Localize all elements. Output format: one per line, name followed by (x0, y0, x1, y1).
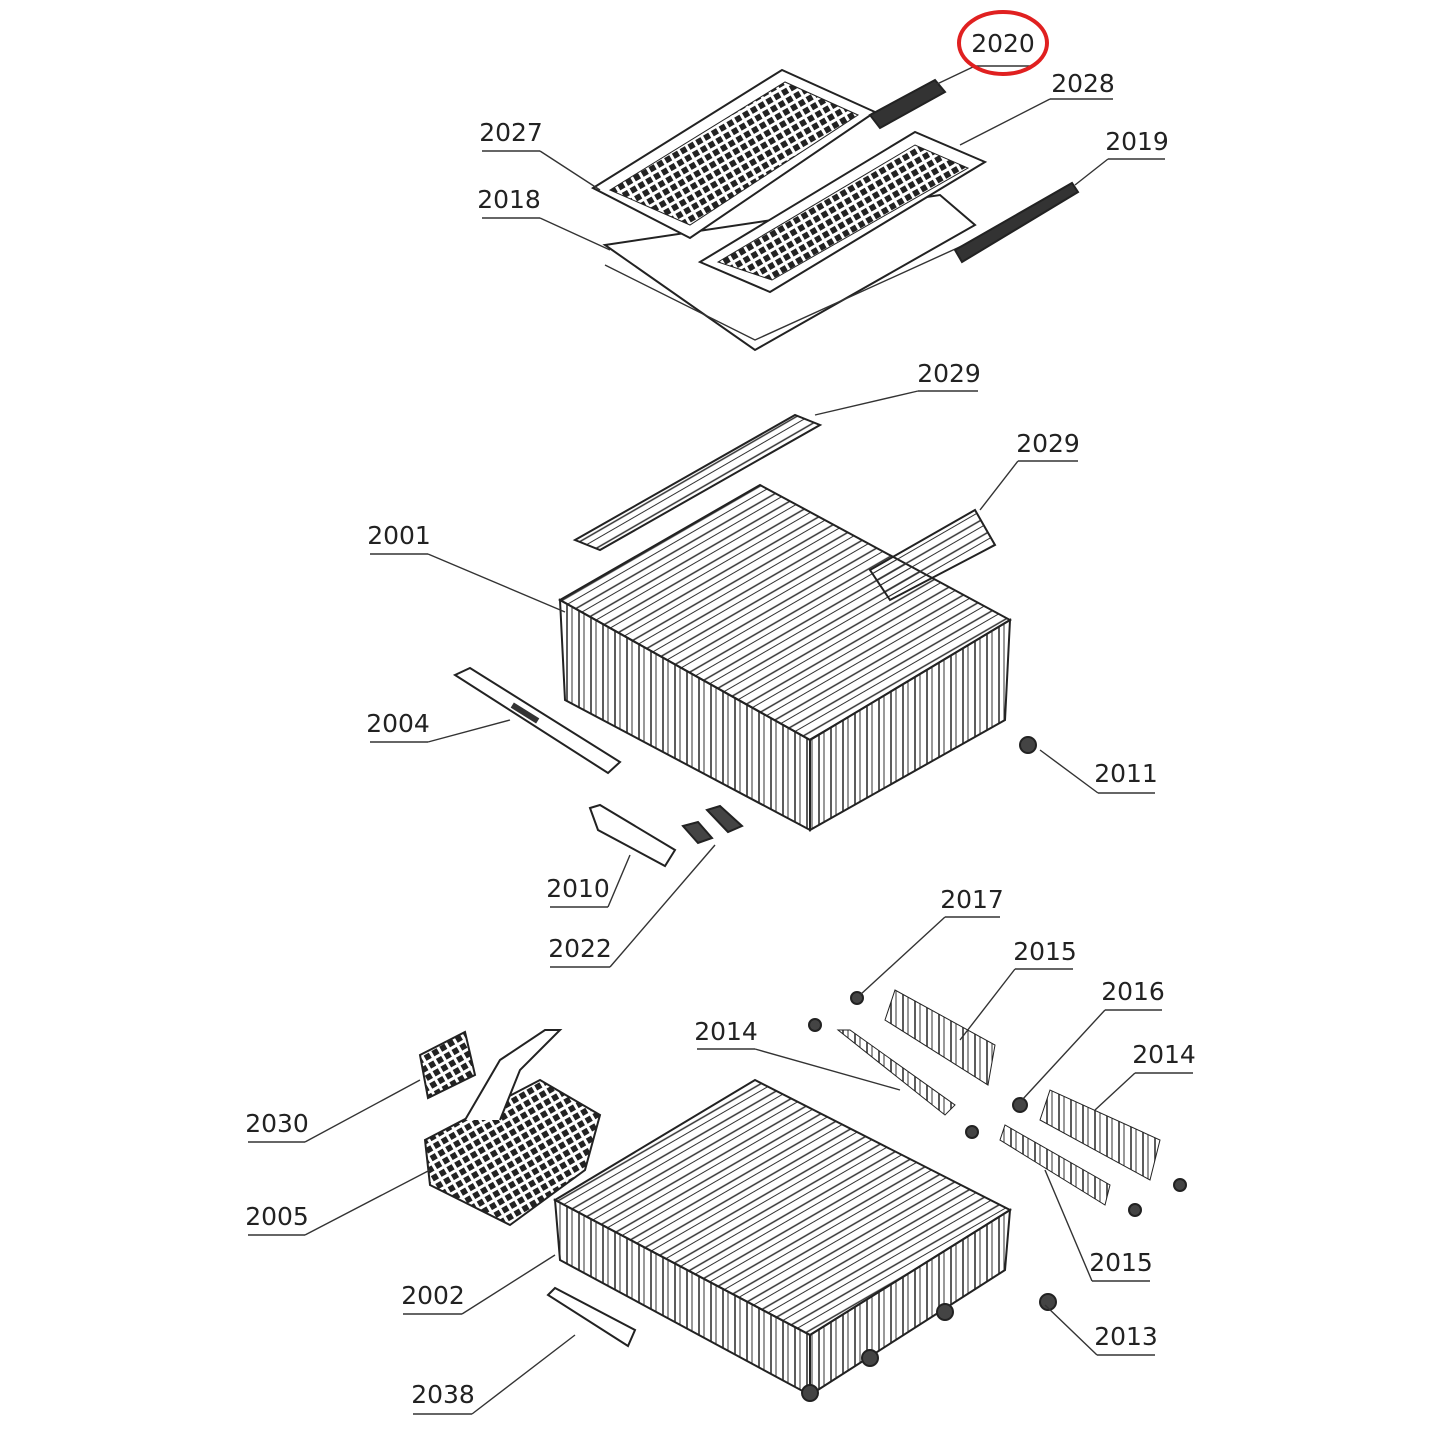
leader-line (979, 460, 1019, 511)
part-number-label: 2019 (1105, 127, 1169, 156)
part-number-label: 2018 (477, 185, 541, 214)
callout: 2014 (694, 1017, 901, 1091)
folding-tines (808, 989, 1187, 1311)
leader-line (471, 1334, 576, 1415)
callout: 2002 (401, 1254, 556, 1315)
callout: 2020 (934, 29, 1035, 86)
leader-line (461, 1254, 556, 1315)
upper-basket (557, 413, 1013, 832)
part-number-label: 2020 (971, 29, 1035, 58)
tray-slider-rail (868, 78, 947, 130)
cup-shelf (572, 413, 823, 552)
leader-line (814, 390, 919, 416)
callout: 2013 (1044, 1304, 1158, 1356)
callout: 2016 (1021, 977, 1165, 1101)
leader-line (539, 150, 601, 191)
callouts: 2020 2028 2027 2019 2018 2029 2029 2001 2004 2011… (245, 29, 1196, 1415)
part-number-label: 2027 (479, 118, 543, 147)
part-number-label: 2002 (401, 1281, 465, 1310)
callout: 2029 (979, 429, 1080, 511)
cutlery-basket (423, 1029, 602, 1227)
highlight-circle (957, 10, 1049, 76)
leader-line (1044, 1169, 1093, 1282)
cup-shelf-right (868, 508, 997, 602)
basket-lid (418, 1030, 477, 1100)
part-number-label: 2004 (366, 709, 430, 738)
leader-line (1074, 158, 1109, 186)
part-number-label: 2016 (1101, 977, 1165, 1006)
callout: 2019 (1074, 127, 1169, 186)
front-bar (546, 1286, 637, 1348)
callout: 2029 (814, 359, 981, 416)
part-number-label: 2017 (940, 885, 1004, 914)
part-number-label: 2013 (1094, 1322, 1158, 1351)
callout: 2018 (477, 185, 611, 251)
leader-line (754, 1048, 901, 1091)
callout: 2001 (367, 521, 566, 613)
callout: 2038 (411, 1334, 576, 1415)
leader-line (1039, 749, 1099, 794)
leader-line (934, 65, 976, 86)
wheel (1019, 736, 1037, 754)
part-number-label: 2005 (245, 1202, 309, 1231)
part-number-label: 2022 (548, 934, 612, 963)
leader-line (1021, 1009, 1106, 1101)
part-number-label: 2011 (1094, 759, 1158, 788)
callout: 2010 (546, 854, 631, 908)
part-number-label: 2015 (1013, 937, 1077, 966)
handle-part (588, 803, 744, 868)
leader-line (1044, 1304, 1098, 1356)
part-number-label: 2028 (1051, 69, 1115, 98)
part-number-label: 2010 (546, 874, 610, 903)
part-number-label: 2029 (917, 359, 981, 388)
part-number-label: 2015 (1089, 1248, 1153, 1277)
leader-line (959, 98, 1051, 146)
leader-line (959, 968, 1016, 1041)
leader-line (304, 1169, 431, 1236)
callout: 2015 (1044, 1169, 1153, 1282)
leader-line (1094, 1072, 1136, 1111)
callout: 2022 (548, 844, 716, 968)
part-number-label: 2030 (245, 1109, 309, 1138)
callout: 2027 (479, 118, 601, 191)
part-number-label: 2014 (1132, 1040, 1196, 1069)
leader-line (427, 553, 566, 613)
leader-line (607, 854, 631, 908)
leader-line (427, 719, 511, 743)
callout: 2030 (245, 1079, 421, 1143)
callout: 2005 (245, 1169, 431, 1236)
cutlery-tray-right (697, 130, 988, 294)
cutlery-tray-left (590, 68, 878, 240)
leader-line (609, 844, 716, 968)
lower-basket (552, 1078, 1013, 1402)
part-number-label: 2029 (1016, 429, 1080, 458)
part-number-label: 2038 (411, 1380, 475, 1409)
leader-line (304, 1079, 421, 1143)
callout: 2015 (959, 937, 1077, 1041)
tray-side-rail (953, 181, 1080, 264)
part-number-label: 2001 (367, 521, 431, 550)
callout: 2004 (366, 709, 511, 743)
callout: 2011 (1039, 749, 1158, 794)
leader-line (859, 916, 946, 996)
callout: 2014 (1094, 1040, 1196, 1111)
callout: 2028 (959, 69, 1115, 146)
basket-handle-cover (452, 666, 622, 775)
part-number-label: 2014 (694, 1017, 758, 1046)
callout: 2017 (859, 885, 1004, 996)
leader-line (539, 217, 611, 251)
